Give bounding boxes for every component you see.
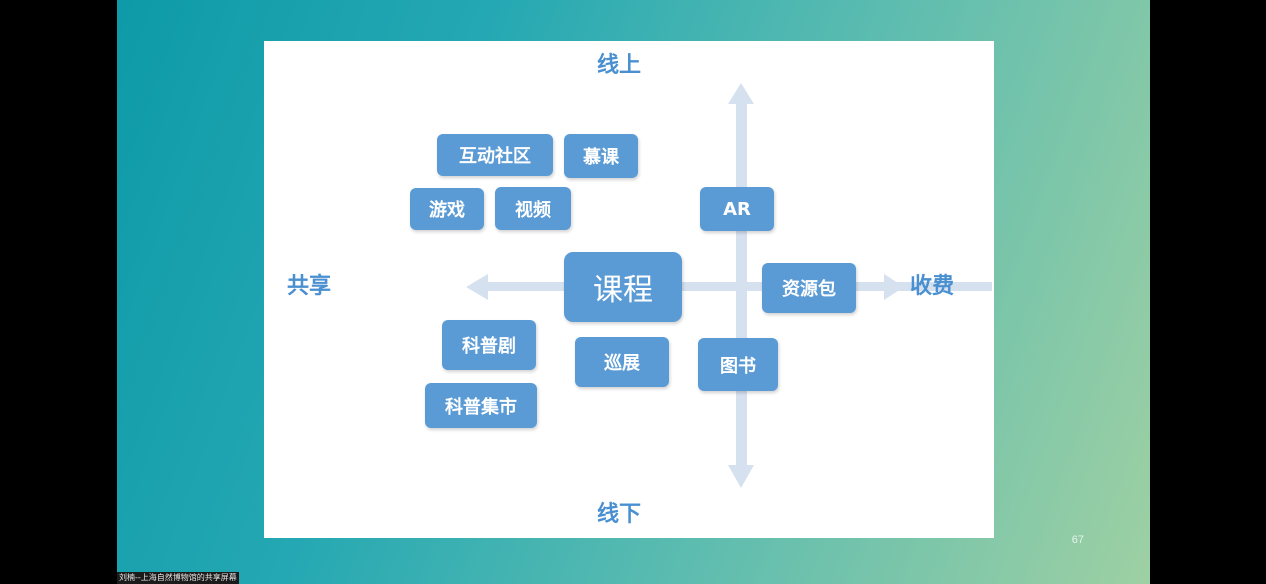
slide: 线上 线下 共享 收费 课程 互动社区 慕课 游戏 视频 AR 资源包 科普剧 … [117,0,1150,584]
left-arrow-head [466,274,488,300]
axes-graphic [466,83,992,488]
node-video: 视频 [495,187,571,230]
node-games: 游戏 [410,188,484,230]
diagram-panel: 线上 线下 共享 收费 课程 互动社区 慕课 游戏 视频 AR 资源包 科普剧 … [264,41,994,538]
node-tour-exhibition: 巡展 [575,337,669,387]
axis-label-right: 收费 [910,274,955,299]
node-interactive-community: 互动社区 [437,134,553,176]
node-books: 图书 [698,338,778,391]
up-arrow-head [728,83,754,104]
screen-share-caption: 刘楠--上海自然博物馆的共享屏幕 [117,572,239,584]
node-mooc: 慕课 [564,134,638,178]
node-science-drama: 科普剧 [442,320,536,370]
axis-label-left: 共享 [287,274,332,299]
axis-label-bottom: 线下 [597,502,642,527]
down-arrow-head [728,465,754,488]
page-number: 67 [1071,534,1084,546]
center-node-course: 课程 [564,252,682,322]
node-ar: AR [700,187,774,231]
right-arrow-head [884,274,904,300]
node-resource-pack: 资源包 [762,263,856,313]
axis-label-top: 线上 [597,53,642,78]
horizontal-axis-line [486,282,992,291]
node-science-market: 科普集市 [425,383,537,428]
